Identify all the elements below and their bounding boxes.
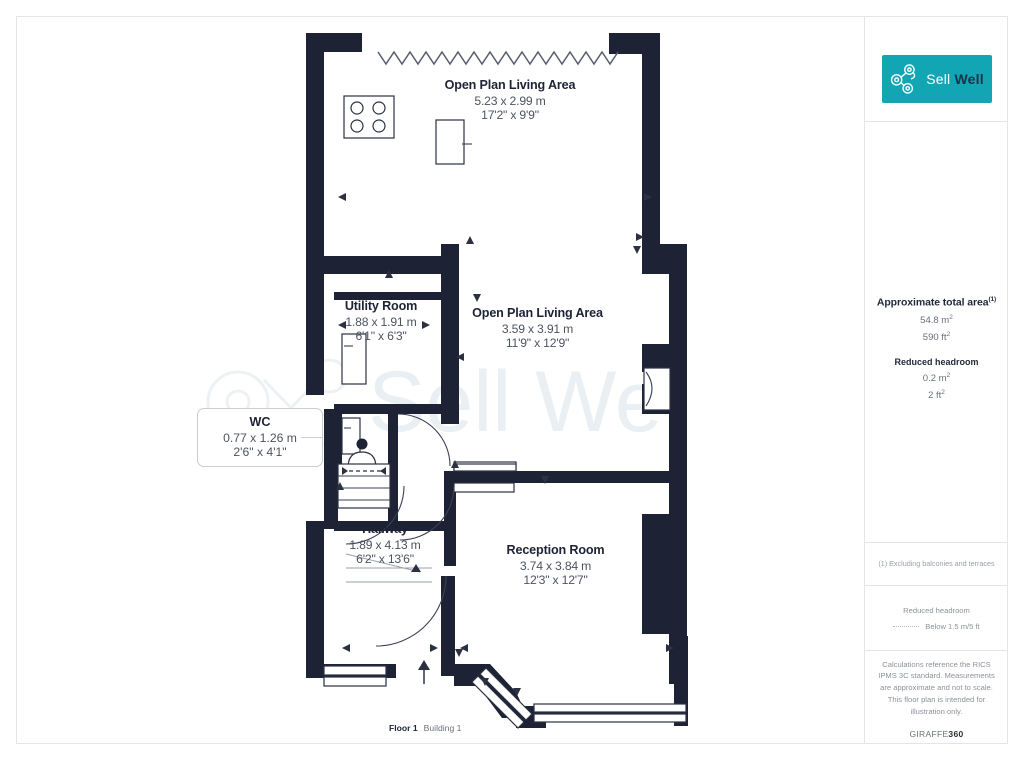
fixtures xyxy=(336,95,517,684)
room-label-open-plan-living-area-top: Open Plan Living Area 5.23 x 2.99 m 17'2… xyxy=(419,78,601,122)
room-dim-metric: 1.89 x 4.13 m xyxy=(349,538,421,552)
panel-sep-2 xyxy=(865,542,1008,543)
reduced-headroom-imperial-value: 2 ft xyxy=(928,390,942,402)
floor-caption: Floor 1 Building 1 xyxy=(389,723,461,733)
logo-text-well: Well xyxy=(954,71,984,87)
total-area-imperial: 590 ft2 xyxy=(873,331,1000,343)
footnote-block: (1) Excluding balconies and terraces xyxy=(865,543,1008,585)
reduced-headroom-title: Reduced headroom xyxy=(894,356,979,367)
building-label: Building 1 xyxy=(423,723,462,733)
sell-well-knot-icon xyxy=(891,64,916,94)
sell-well-logo: Sell Well xyxy=(881,55,992,103)
logo-text: Sell Well xyxy=(926,71,984,87)
svg-text:Sell We: Sell We xyxy=(368,354,663,450)
door-panel-top xyxy=(435,119,472,165)
total-area-metric-value: 54.8 m xyxy=(920,314,950,326)
door-swings xyxy=(345,413,455,647)
reduced-headroom-metric-sup: 2 xyxy=(946,371,951,379)
utility-appliance-icon xyxy=(341,333,367,385)
room-label-reception-room: Reception Room 3.74 x 3.84 m 12'3" x 12'… xyxy=(478,543,633,587)
room-dim-metric: 3.74 x 3.84 m xyxy=(519,559,592,573)
dotted-line-icon xyxy=(893,625,920,627)
logo-text-sell: Sell xyxy=(926,71,951,87)
room-label-utility-room: Utility Room 1.88 x 1.91 m 6'1" x 6'3" xyxy=(326,299,436,343)
provider-suffix: 360 xyxy=(948,729,964,740)
room-dim-metric: 0.77 x 1.26 m xyxy=(223,431,297,445)
reduced-headroom-metric-value: 0.2 m xyxy=(922,372,947,384)
room-dim-imperial: 17'2" x 9'9" xyxy=(481,108,539,122)
room-dim-metric: 1.88 x 1.91 m xyxy=(345,315,417,329)
panel-sep-3 xyxy=(865,585,1008,586)
page-frame xyxy=(16,16,1008,744)
floor-label: Floor 1 xyxy=(389,723,418,733)
room-dim-imperial: 6'2" x 13'6" xyxy=(356,552,414,566)
reduced-headroom-imperial-sup: 2 xyxy=(941,388,945,396)
room-label-open-plan-living-area-mid: Open Plan Living Area 3.59 x 3.91 m 11'9… xyxy=(445,306,630,350)
panel-spacer-1 xyxy=(865,122,1008,282)
room-dim-metric: 5.23 x 2.99 m xyxy=(474,94,546,108)
room-name: Open Plan Living Area xyxy=(444,78,576,92)
total-area-metric: 54.8 m2 xyxy=(873,314,1000,326)
area-summary: Approximate total area(1) 54.8 m2 590 ft… xyxy=(865,282,1008,402)
panel-sep-4 xyxy=(865,650,1008,651)
provider-name: GIRAFFE xyxy=(909,729,949,740)
room-dim-imperial: 12'3" x 12'7" xyxy=(523,573,588,587)
room-name: Reception Room xyxy=(506,543,605,557)
panel-divider xyxy=(864,16,865,744)
room-name: WC xyxy=(249,415,271,429)
room-name: Utility Room xyxy=(344,299,418,313)
floor-plan-drawing: .w { fill:#1d2335; } .thin { fill:none; … xyxy=(206,33,688,729)
panel-sep-1 xyxy=(865,121,1008,122)
total-area-footnote-marker: (1) xyxy=(988,296,997,303)
disclaimer-text: Calculations reference the RICS IPMS 3C … xyxy=(878,659,995,716)
reduced-headroom-imperial: 2 ft2 xyxy=(873,389,1000,401)
watermark: Sell We xyxy=(206,354,663,450)
room-dim-metric: 3.59 x 3.91 m xyxy=(501,322,574,336)
room-callout-wc: WC 0.77 x 1.26 m 2'6" x 4'1" xyxy=(197,408,323,467)
room-dim-imperial: 6'1" x 6'3" xyxy=(355,329,407,343)
entrance-arrow-icon xyxy=(418,660,430,684)
room-dim-imperial: 2'6" x 4'1" xyxy=(233,445,287,459)
room-dim-imperial: 11'9" x 12'9" xyxy=(505,336,570,350)
side-panel: Sell Well Approximate total area(1) 54.8… xyxy=(865,17,1008,743)
room-label-hallway: Hallway 1.89 x 4.13 m 6'2" x 13'6" xyxy=(330,522,440,566)
reduced-headroom-zigzag xyxy=(377,50,619,66)
wc-callout-leader-line xyxy=(301,437,323,438)
provider-logo: GIRAFFE360 xyxy=(909,729,963,739)
legend-block: Reduced headroom Below 1.5 m/5 ft xyxy=(865,586,1008,650)
hob-icon xyxy=(343,95,395,139)
total-area-imperial-sup: 2 xyxy=(946,330,951,338)
room-name: Open Plan Living Area xyxy=(472,306,603,320)
total-area-title: Approximate total area(1) xyxy=(873,296,1000,309)
total-area-metric-sup: 2 xyxy=(949,313,953,321)
basin-icon xyxy=(341,417,361,455)
total-area-title-text: Approximate total area xyxy=(876,296,989,309)
disclaimer-block: Calculations reference the RICS IPMS 3C … xyxy=(865,651,1008,747)
total-area-imperial-value: 590 ft xyxy=(922,331,947,343)
legend-label: Below 1.5 m/5 ft xyxy=(925,621,980,631)
staircase xyxy=(336,463,391,509)
staircase-run-2 xyxy=(345,553,432,583)
reduced-headroom-metric: 0.2 m2 xyxy=(873,372,1000,384)
room-name: Hallway xyxy=(362,522,408,536)
brand-logo-block: Sell Well xyxy=(865,17,1008,121)
walls xyxy=(306,33,688,728)
footnote-1: (1) Excluding balconies and terraces xyxy=(878,558,995,568)
legend-title: Reduced headroom xyxy=(903,605,970,615)
dimension-ticks xyxy=(338,193,674,696)
panel-spacer-2 xyxy=(865,402,1008,542)
